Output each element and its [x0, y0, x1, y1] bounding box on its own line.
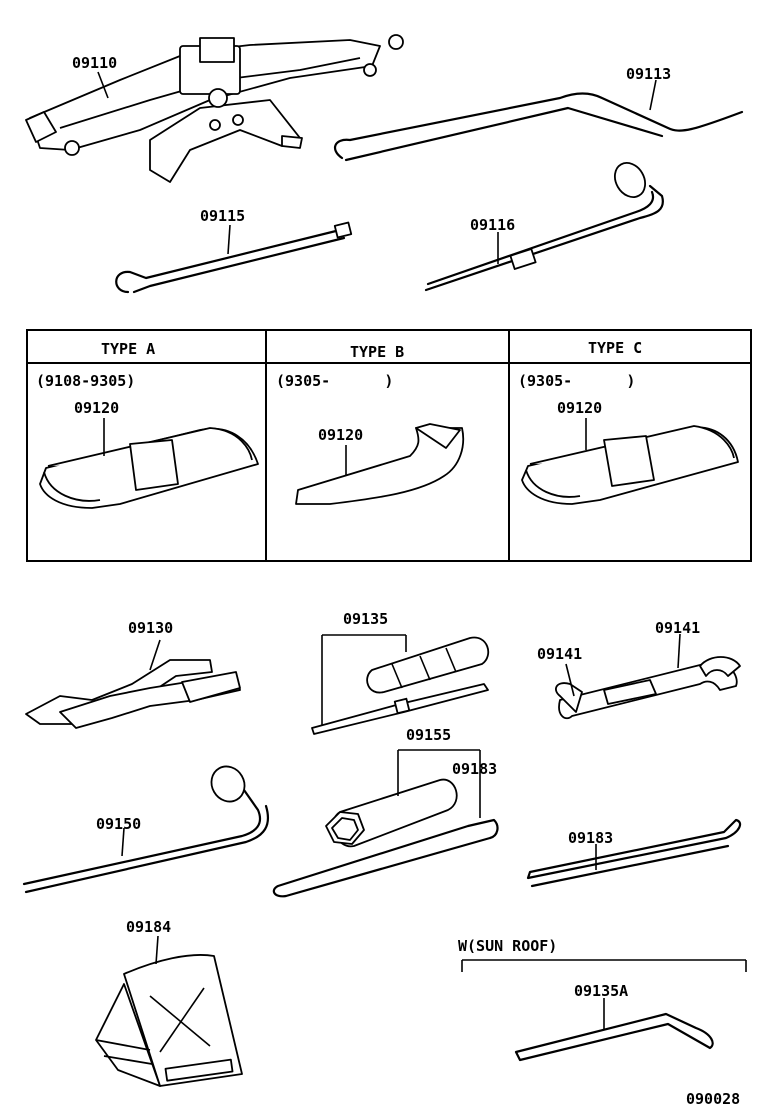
- open-end-wrench-drawing: [555, 656, 741, 720]
- pliers-drawing: [25, 659, 241, 729]
- jack-handle-drawing: [333, 92, 744, 160]
- label-09183-right: 09183: [568, 829, 613, 847]
- type-a-part: 09120: [74, 399, 119, 417]
- label-09116: 09116: [470, 216, 515, 234]
- label-09184: 09184: [126, 918, 171, 936]
- tool-bag-type-c-drawing: [521, 425, 739, 505]
- screwdriver-drawing: [311, 636, 490, 735]
- type-b-part: 09120: [318, 426, 363, 444]
- label-09135: 09135: [343, 610, 388, 628]
- label-09135A: 09135A: [574, 982, 628, 1000]
- label-09141-left: 09141: [537, 645, 582, 663]
- type-c-header: TYPE C: [588, 339, 642, 357]
- type-c-part: 09120: [557, 399, 602, 417]
- sunroof-handle-drawing: [514, 1012, 714, 1062]
- label-09141-right: 09141: [655, 619, 700, 637]
- handle-extension-drawing: [115, 224, 350, 294]
- tool-bag-type-b-drawing: [295, 423, 465, 505]
- label-09110: 09110: [72, 54, 117, 72]
- lug-wrench-drawing: [22, 788, 262, 886]
- plug-wrench-drawing: [325, 778, 458, 848]
- jack-drawing: [25, 34, 404, 183]
- label-09183-center: 09183: [452, 760, 497, 778]
- label-09113: 09113: [626, 65, 671, 83]
- sunroof-bracket: [461, 959, 747, 972]
- type-a-header: TYPE A: [101, 340, 155, 358]
- type-c-period: (9305- ): [518, 372, 635, 390]
- tool-bag-type-table: [26, 329, 752, 562]
- label-09130: 09130: [128, 619, 173, 637]
- label-09155: 09155: [406, 726, 451, 744]
- tire-lever-drawing: [272, 818, 499, 898]
- sunroof-note: W(SUN ROOF): [458, 937, 557, 955]
- type-b-period: (9305- ): [276, 372, 393, 390]
- wheel-chock-drawing: [95, 954, 243, 1087]
- type-b-header: TYPE B: [350, 343, 404, 361]
- label-09150: 09150: [96, 815, 141, 833]
- wheel-nut-wrench-drawing: [424, 184, 664, 292]
- tire-lever-right-drawing: [526, 818, 742, 880]
- label-09115: 09115: [200, 207, 245, 225]
- drawing-number: 090028: [686, 1090, 740, 1108]
- tool-bag-type-a-drawing: [39, 427, 259, 509]
- type-a-period: (9108-9305): [36, 372, 135, 390]
